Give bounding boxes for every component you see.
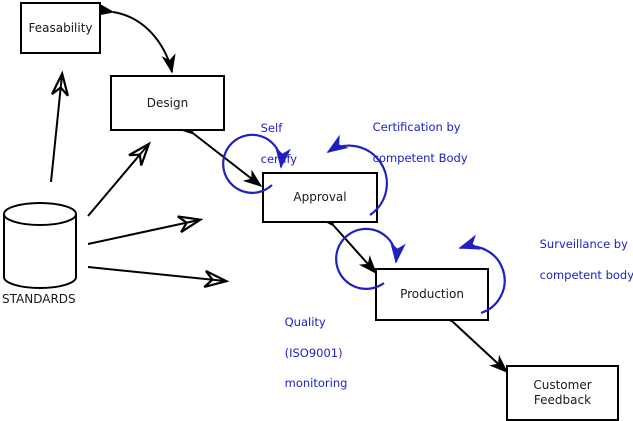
quality-line-3: monitoring bbox=[284, 375, 348, 390]
node-design-label: Design bbox=[146, 95, 189, 110]
edge-standards-approval bbox=[87, 215, 204, 245]
edge-standards-feasability bbox=[50, 70, 69, 183]
surveillance-line-2: competent body bbox=[539, 267, 633, 282]
surveillance-line-1: Surveillance by bbox=[539, 237, 628, 252]
node-customer-feedback-label: Customer Feedback bbox=[533, 378, 591, 408]
annotation-surveillance: Surveillance by competent body bbox=[525, 222, 633, 298]
node-standards-label: STANDARDS bbox=[2, 292, 76, 306]
annotation-certification: Certification by competent Body bbox=[358, 105, 468, 181]
node-design[interactable]: Design bbox=[110, 75, 225, 131]
surveillance-loop bbox=[458, 234, 506, 315]
edge-approval-production bbox=[316, 208, 378, 275]
certification-loop bbox=[326, 134, 388, 216]
annotation-quality-monitoring: Quality (ISO9001) monitoring bbox=[270, 300, 348, 406]
quality-line-1: Quality bbox=[284, 315, 326, 330]
node-customer-feedback[interactable]: Customer Feedback bbox=[506, 365, 619, 421]
node-feasability[interactable]: Feasability bbox=[20, 2, 101, 54]
certification-line-2: competent Body bbox=[372, 150, 468, 165]
edge-standards-production bbox=[87, 266, 230, 288]
quality-loop bbox=[335, 227, 406, 290]
edge-design-approval bbox=[175, 117, 263, 187]
standards-cylinder bbox=[3, 202, 77, 289]
self-certify-line-1: Self bbox=[260, 121, 283, 136]
edge-standards-design bbox=[87, 141, 151, 217]
node-approval-label: Approval bbox=[293, 190, 347, 204]
node-production-label: Production bbox=[400, 287, 464, 301]
self-certify-loop bbox=[222, 133, 291, 194]
edge-production-customer bbox=[435, 304, 509, 374]
node-feasability-label: Feasability bbox=[28, 20, 93, 35]
quality-line-2: (ISO9001) bbox=[284, 345, 343, 360]
certification-line-1: Certification by bbox=[372, 120, 461, 135]
edge-design-feasability bbox=[94, 2, 176, 74]
customer-line-1: Customer bbox=[533, 378, 592, 392]
customer-line-2: Feedback bbox=[533, 393, 592, 407]
